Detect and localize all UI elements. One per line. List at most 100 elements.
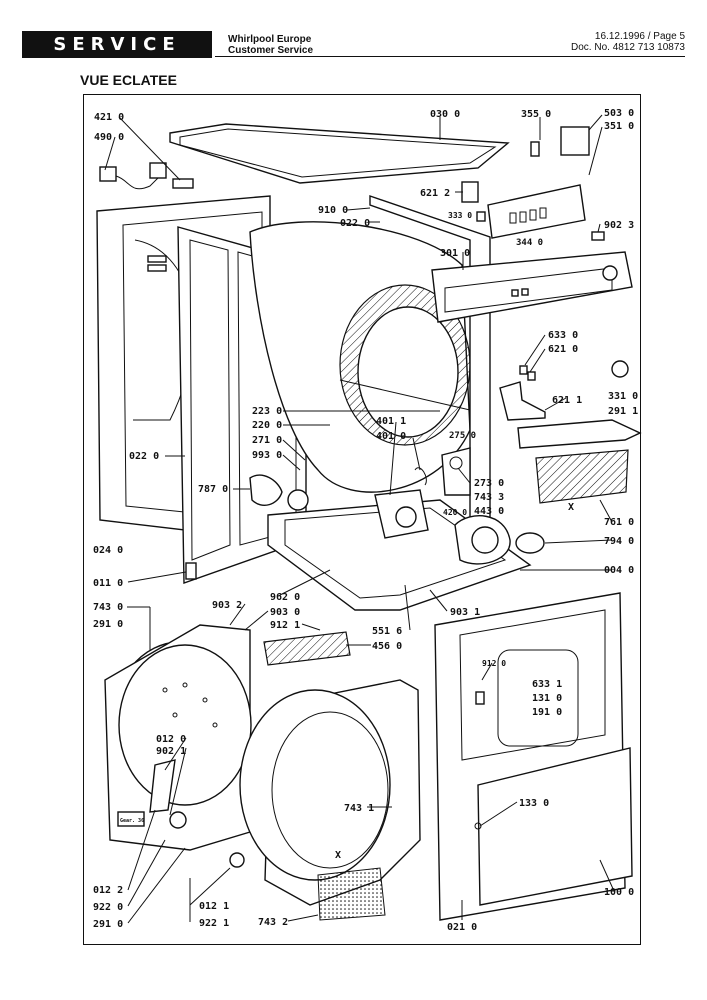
service-badge: SERVICE bbox=[22, 31, 212, 58]
rear-cover-disc bbox=[118, 644, 252, 806]
callout-903-2: 903 2 bbox=[212, 600, 242, 611]
fan-wheel bbox=[471, 526, 499, 554]
callout-962-0: 962 0 bbox=[270, 592, 300, 603]
rear-cover-hole-4 bbox=[172, 712, 178, 718]
callout-910-0: 910 0 bbox=[318, 205, 348, 216]
callout-301-0: 301 0 bbox=[440, 248, 470, 259]
callout-131-0: 131 0 bbox=[532, 693, 562, 704]
clip-902 bbox=[591, 231, 605, 241]
gasket-794 bbox=[515, 532, 545, 554]
callout-291-0-top: 291 0 bbox=[93, 619, 123, 630]
diagram-frame bbox=[83, 94, 641, 945]
front-door-inner bbox=[459, 609, 606, 761]
callout-012-1: 012 1 bbox=[199, 901, 229, 912]
filter-cover-part bbox=[517, 419, 642, 449]
switch-bracket-part bbox=[499, 381, 546, 421]
callout-421-0: 421 0 bbox=[94, 112, 124, 123]
callout-902-3: 902 3 bbox=[604, 220, 634, 231]
callout-024-0: 024 0 bbox=[93, 545, 123, 556]
door-knob-012-1 bbox=[229, 852, 245, 868]
callout-902-1: 902 1 bbox=[156, 746, 186, 757]
callout-291-1: 291 1 bbox=[608, 406, 638, 417]
callout-743-3: 743 3 bbox=[474, 492, 504, 503]
callout-030-0: 030 0 bbox=[430, 109, 460, 120]
foot-011 bbox=[185, 562, 197, 580]
thermostat-part bbox=[560, 126, 590, 156]
callout-012-0: 012 0 bbox=[156, 734, 186, 745]
door-catch-part bbox=[475, 691, 485, 705]
callout-333-0: 333 0 bbox=[448, 211, 472, 220]
callout-743-1: 743 1 bbox=[344, 803, 374, 814]
vent-slot-1 bbox=[147, 255, 167, 263]
callout-621-2: 621 2 bbox=[420, 188, 450, 199]
callout-273-0: 273 0 bbox=[474, 478, 504, 489]
control-panel-face bbox=[444, 267, 613, 313]
callout-794-0: 794 0 bbox=[604, 536, 634, 547]
control-panel-part bbox=[431, 251, 633, 323]
board-slot-3 bbox=[529, 209, 537, 221]
callout-993-0: 993 0 bbox=[252, 450, 282, 461]
spring-401 bbox=[414, 467, 427, 486]
base-tray-inner bbox=[284, 507, 507, 599]
company-department: Customer Service bbox=[228, 45, 314, 56]
rear-cover-hole-1 bbox=[162, 687, 168, 693]
callout-022-0-top: 022 0 bbox=[340, 218, 370, 229]
indicator-621 bbox=[527, 371, 536, 381]
top-lid-part bbox=[169, 123, 510, 184]
callout-100-0: 100 0 bbox=[604, 887, 634, 898]
callout-912-0: 912 0 bbox=[482, 659, 506, 668]
doc-info: 16.12.1996 / Page 5 Doc. No. 4812 713 10… bbox=[571, 31, 685, 53]
callout-922-1: 922 1 bbox=[199, 918, 229, 929]
board-slot-1 bbox=[509, 212, 517, 224]
button-a bbox=[511, 289, 519, 297]
interference-filter-part bbox=[149, 162, 167, 179]
callout-456-0: 456 0 bbox=[372, 641, 402, 652]
date-page: 16.12.1996 / Page 5 bbox=[594, 31, 685, 42]
leader-lines bbox=[104, 114, 615, 924]
tensioner-wheel bbox=[449, 456, 463, 470]
motor-pulley bbox=[395, 506, 417, 528]
callout-551-6: 551 6 bbox=[372, 626, 402, 637]
callout-275-0: 275 0 bbox=[449, 431, 476, 441]
rear-cover-hole-3 bbox=[202, 697, 208, 703]
callout-503-0: 503 0 bbox=[604, 108, 634, 119]
program-knob bbox=[602, 265, 618, 281]
callout-743-0: 743 0 bbox=[93, 602, 123, 613]
button-b bbox=[521, 288, 529, 296]
knob-012 bbox=[169, 811, 187, 829]
drive-belt-part bbox=[249, 474, 283, 506]
arrow-x-center: X bbox=[335, 850, 341, 861]
relay-part bbox=[530, 141, 540, 157]
callout-011-0: 011 0 bbox=[93, 578, 123, 589]
callout-355-0: 355 0 bbox=[521, 109, 551, 120]
callout-004-0: 004 0 bbox=[604, 565, 634, 576]
company-block: Whirlpool Europe Customer Service bbox=[228, 34, 313, 56]
company-name: Whirlpool Europe bbox=[228, 34, 312, 45]
callout-912-1: 912 1 bbox=[270, 620, 300, 631]
door-opening-inner bbox=[271, 711, 389, 869]
top-lid-edge bbox=[179, 128, 497, 178]
callout-291-0-bottom: 291 0 bbox=[93, 919, 123, 930]
doc-number: Doc. No. 4812 713 10873 bbox=[571, 42, 685, 53]
rating-plate bbox=[117, 811, 145, 827]
callout-351-0: 351 0 bbox=[604, 121, 634, 132]
drum-paddle bbox=[339, 379, 471, 411]
plug-part bbox=[99, 166, 117, 182]
callout-761-0: 761 0 bbox=[604, 517, 634, 528]
callout-420-0: 420 0 bbox=[443, 508, 467, 517]
callout-223-0: 223 0 bbox=[252, 406, 282, 417]
callout-331-0: 331 0 bbox=[608, 391, 638, 402]
callout-271-0: 271 0 bbox=[252, 435, 282, 446]
callout-443-0: 443 0 bbox=[474, 506, 504, 517]
indicator-633 bbox=[519, 365, 528, 375]
callout-621-1: 621 1 bbox=[552, 395, 582, 406]
drum-opening bbox=[357, 306, 459, 438]
door-opening bbox=[239, 689, 391, 881]
callout-922-0: 922 0 bbox=[93, 902, 123, 913]
knob-331 bbox=[611, 360, 629, 378]
callout-344-0: 344 0 bbox=[516, 238, 543, 248]
header-rule bbox=[215, 56, 685, 57]
component-333 bbox=[476, 211, 486, 222]
cable-clip-part bbox=[172, 178, 194, 189]
callout-022-0-left: 022 0 bbox=[129, 451, 159, 462]
